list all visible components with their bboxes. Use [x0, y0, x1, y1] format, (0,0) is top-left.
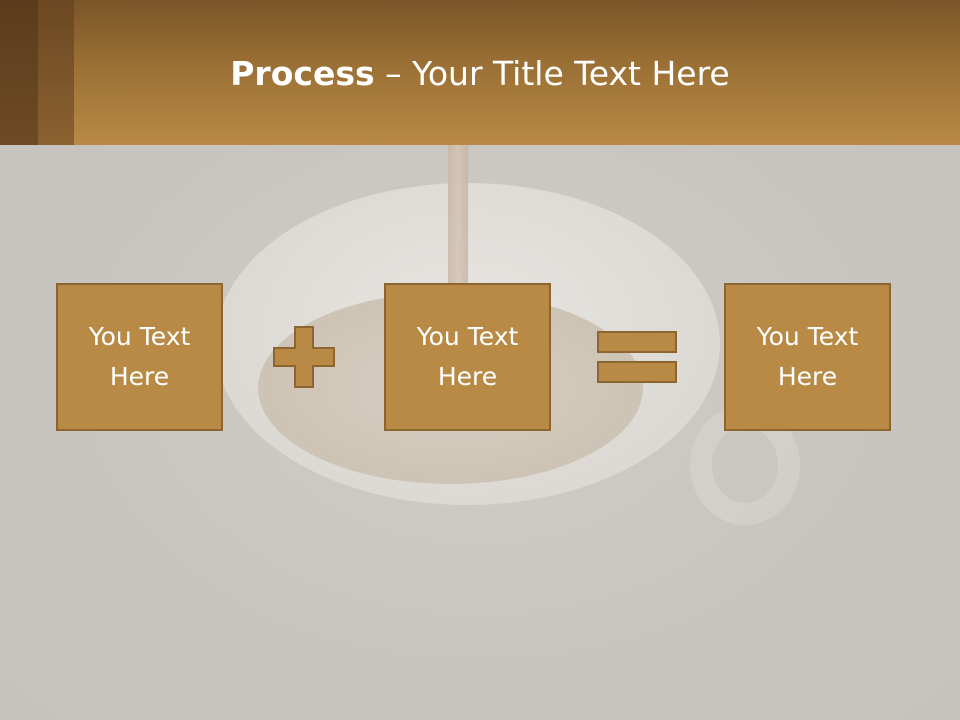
- process-box-2[interactable]: You Text Here: [384, 283, 551, 431]
- equals-icon[interactable]: [597, 331, 677, 383]
- process-box-3-line1: You Text: [756, 322, 859, 351]
- decor-strip-medium: [38, 0, 74, 145]
- coffee-stream-image: [448, 145, 468, 285]
- slide-title[interactable]: Process – Your Title Text Here: [0, 52, 960, 96]
- slide-title-bold: Process: [230, 54, 375, 93]
- process-box-3[interactable]: You Text Here: [724, 283, 891, 431]
- process-box-1-line2: Here: [109, 362, 170, 391]
- process-box-2-line1: You Text: [416, 322, 519, 351]
- process-box-2-text: You Text Here: [417, 317, 519, 397]
- title-bar: Process – Your Title Text Here: [0, 0, 960, 145]
- plus-icon[interactable]: [273, 326, 335, 388]
- decor-strip-dark: [0, 0, 38, 145]
- process-box-2-line2: Here: [437, 362, 498, 391]
- slide-title-rest: – Your Title Text Here: [374, 54, 730, 93]
- process-box-3-line2: Here: [777, 362, 838, 391]
- process-box-3-text: You Text Here: [757, 317, 859, 397]
- process-box-1-text: You Text Here: [89, 317, 191, 397]
- process-box-1[interactable]: You Text Here: [56, 283, 223, 431]
- process-box-1-line1: You Text: [88, 322, 191, 351]
